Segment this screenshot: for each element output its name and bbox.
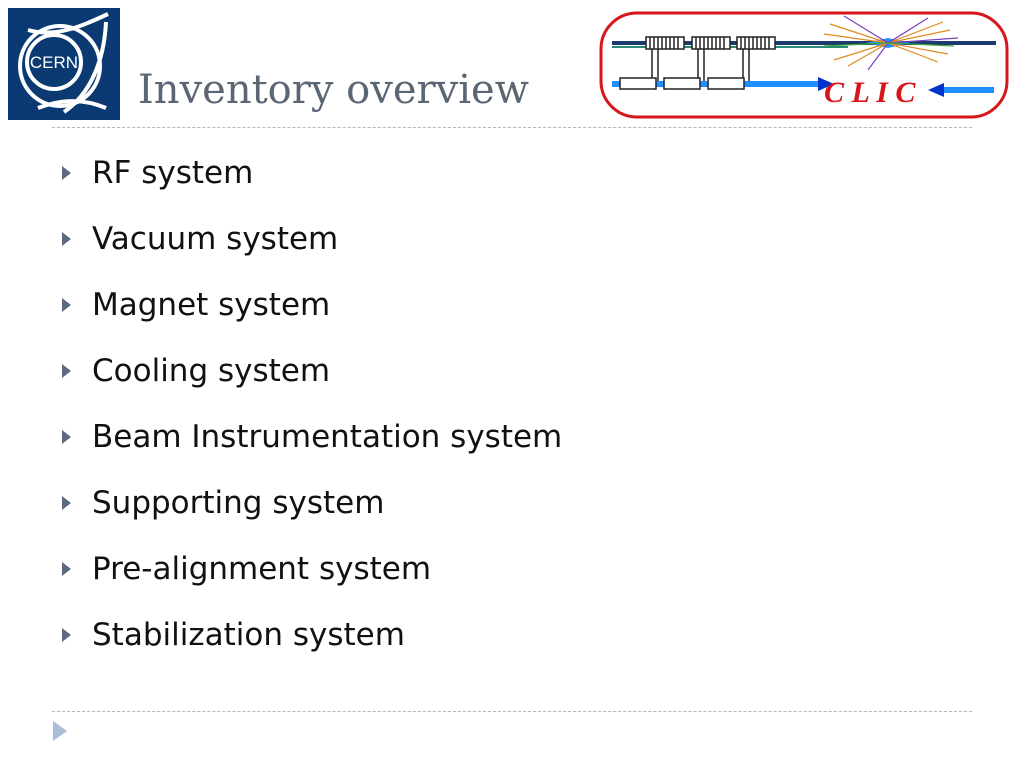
list-item: Magnet system [60, 286, 562, 352]
cern-logo: CERN [8, 8, 120, 120]
list-item: Beam Instrumentation system [60, 418, 562, 484]
list-item: Pre-alignment system [60, 550, 562, 616]
bullet-text: Stabilization system [92, 617, 405, 653]
bullet-text: Beam Instrumentation system [92, 419, 563, 455]
triangle-right-icon [60, 418, 92, 456]
triangle-right-icon [60, 220, 92, 258]
bullet-text: RF system [92, 155, 254, 191]
list-item: Supporting system [60, 484, 562, 550]
bullet-list: RF system Vacuum system Magnet system Co… [60, 154, 562, 682]
triangle-right-icon [60, 352, 92, 390]
footer-divider [52, 711, 972, 712]
triangle-right-icon [52, 720, 68, 742]
list-item: Vacuum system [60, 220, 562, 286]
triangle-right-icon [60, 484, 92, 522]
cern-logo-text: CERN [30, 53, 78, 72]
bullet-text: Magnet system [92, 287, 331, 323]
triangle-right-icon [60, 286, 92, 324]
triangle-right-icon [60, 154, 92, 192]
triangle-right-icon [60, 616, 92, 654]
header-divider [52, 127, 972, 128]
bullet-text: Cooling system [92, 353, 331, 389]
bullet-text: Vacuum system [92, 221, 339, 257]
triangle-right-icon [60, 550, 92, 588]
list-item: Stabilization system [60, 616, 562, 682]
bullet-text: Supporting system [92, 485, 385, 521]
list-item: Cooling system [60, 352, 562, 418]
slide-title: Inventory overview [138, 67, 529, 113]
clic-logo: C L I C [598, 10, 1010, 120]
clic-logo-text: C L I C [824, 76, 916, 109]
bullet-text: Pre-alignment system [92, 551, 432, 587]
list-item: RF system [60, 154, 562, 220]
